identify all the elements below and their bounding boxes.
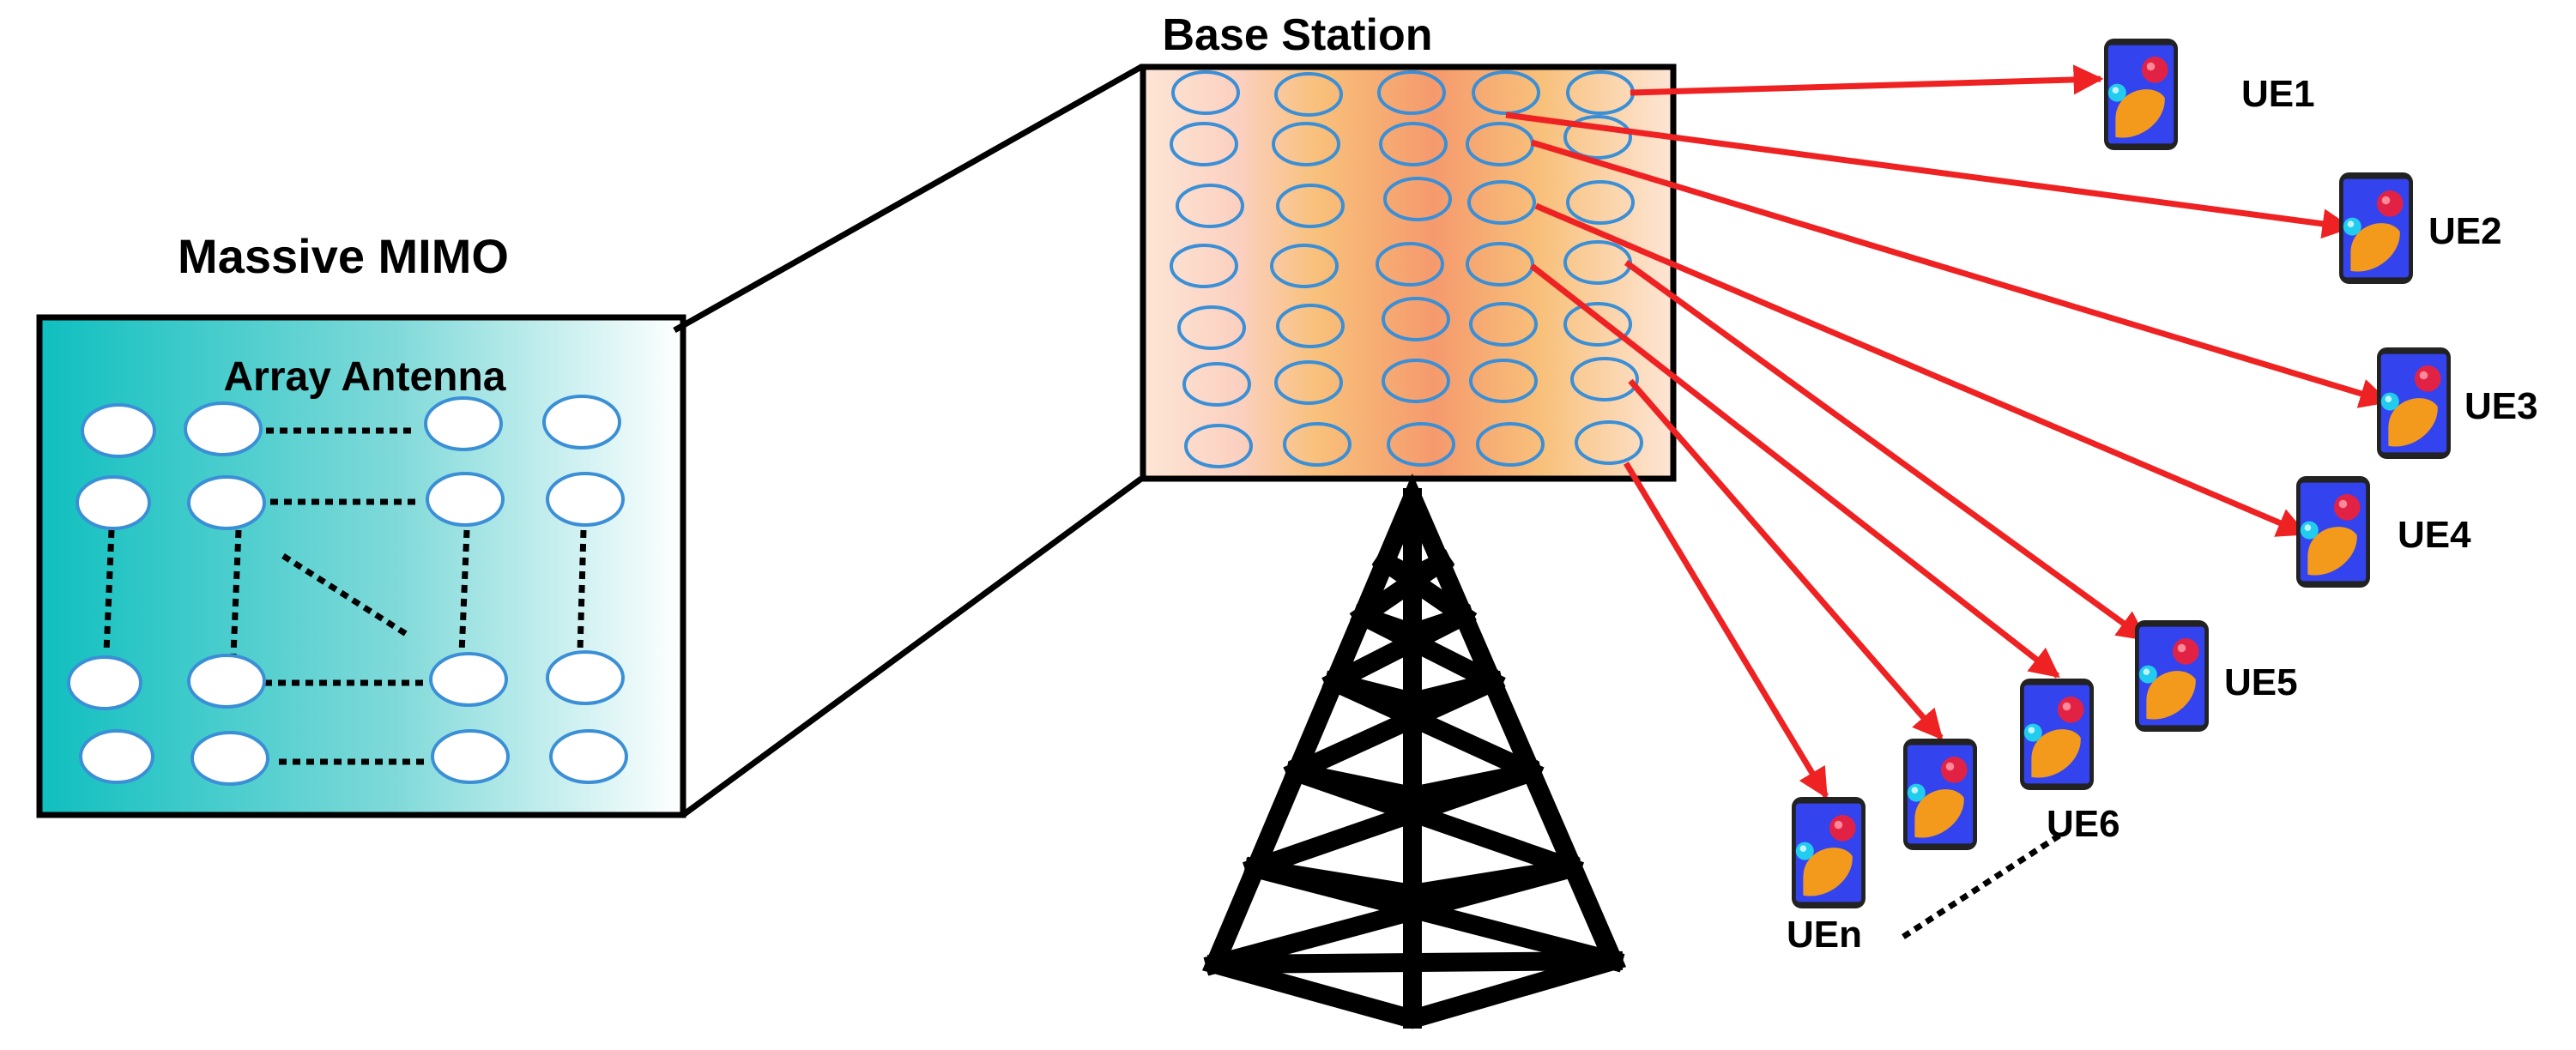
uen: UEn	[1787, 797, 1865, 956]
ue7	[1903, 739, 1977, 850]
ue5-label: UE5	[2224, 661, 2298, 703]
array-antenna-elements	[67, 395, 628, 786]
smartphone-icon	[2104, 39, 2178, 150]
beamforming-links	[1505, 64, 2391, 800]
ue2: UE2	[2339, 172, 2502, 284]
ue3-label: UE3	[2464, 385, 2538, 427]
beam-ue2	[1505, 112, 2353, 239]
array-antenna-connections	[103, 427, 587, 765]
uen-label: UEn	[1787, 914, 1862, 956]
smartphone-icon	[2296, 476, 2370, 588]
ue-continuation-dots	[1902, 833, 2061, 939]
smartphone-icon	[2135, 620, 2209, 732]
beam-ue3	[1530, 139, 2391, 408]
beam-ue1	[1630, 64, 2104, 96]
beam-ue5	[1624, 260, 2148, 642]
ue4: UE4	[2296, 476, 2471, 588]
smartphone-icon	[1903, 739, 1977, 850]
ue1-label: UE1	[2241, 73, 2315, 115]
beam-ue6	[1529, 263, 2060, 679]
ue5: UE5	[2135, 620, 2298, 732]
array-antenna-label: Array Antenna	[224, 354, 506, 400]
ue4-label: UE4	[2398, 514, 2471, 556]
smartphone-icon	[2339, 172, 2413, 284]
ue6: UE6	[2020, 679, 2120, 845]
ue3: UE3	[2377, 347, 2538, 459]
smartphone-icon	[1792, 797, 1865, 908]
cell-tower-icon	[1201, 474, 1627, 1029]
massive-mimo-title: Massive MIMO	[178, 229, 509, 283]
smartphone-icon	[2020, 679, 2094, 790]
beam-ue7	[1628, 378, 1944, 740]
base-station-title: Base Station	[1163, 10, 1433, 60]
beam-uen	[1623, 462, 1829, 800]
ue6-label: UE6	[2047, 803, 2120, 845]
ue2-label: UE2	[2428, 210, 2502, 252]
ue1: UE1	[2104, 39, 2315, 150]
base-station-panel	[1140, 63, 1677, 482]
smartphone-icon	[2377, 347, 2451, 459]
beam-ue4	[1534, 202, 2308, 537]
zoom-lines	[673, 63, 1144, 818]
